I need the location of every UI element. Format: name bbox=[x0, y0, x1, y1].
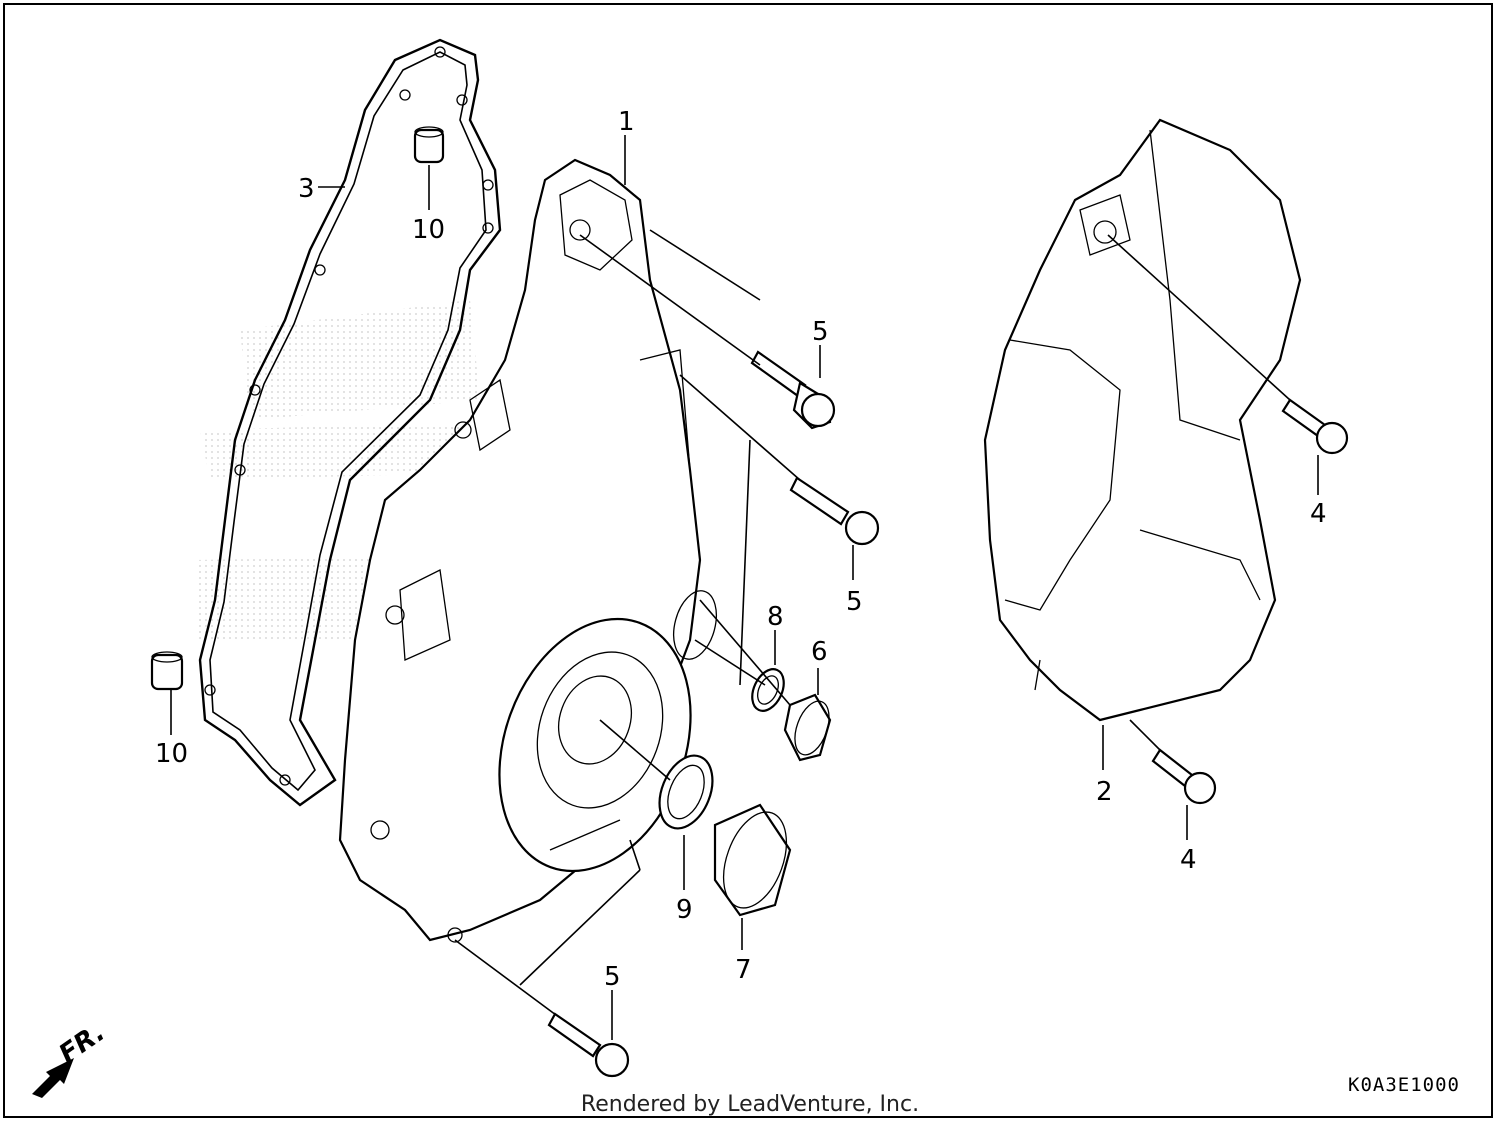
part-5-flange-bolt-lower[interactable] bbox=[547, 1012, 630, 1078]
callout-4-lower: 4 bbox=[1180, 845, 1197, 875]
part-4-flange-bolt-lower[interactable] bbox=[1151, 748, 1217, 805]
callout-4-upper: 4 bbox=[1310, 499, 1327, 529]
part-7-crankshaft-hole-cap[interactable] bbox=[712, 803, 799, 917]
direction-label: FR. bbox=[54, 1022, 111, 1070]
callout-3: 3 bbox=[298, 174, 315, 204]
front-direction-indicator: FR. bbox=[22, 1018, 132, 1111]
part-5-flange-bolt-middle[interactable] bbox=[789, 476, 880, 546]
callout-5-upper: 5 bbox=[812, 317, 829, 347]
part-10-dowel-pin-upper[interactable] bbox=[413, 126, 445, 164]
part-9-o-ring-large[interactable] bbox=[650, 748, 723, 836]
part-1-left-crankcase-cover[interactable] bbox=[338, 158, 724, 943]
leader-lines bbox=[170, 135, 1319, 1040]
part-2-left-rear-crankcase-cover[interactable] bbox=[983, 118, 1302, 722]
front-arrow-icon bbox=[32, 1058, 74, 1098]
callout-6: 6 bbox=[811, 637, 828, 667]
part-6-timing-hole-cap[interactable] bbox=[783, 693, 836, 762]
part-5-flange-bolt-upper[interactable] bbox=[750, 350, 836, 430]
footer-credit: Rendered by LeadVenture, Inc. bbox=[580, 1092, 920, 1117]
callout-10-lower: 10 bbox=[155, 739, 188, 769]
callout-2: 2 bbox=[1096, 777, 1113, 807]
callout-labels: 1 2 3 4 4 5 5 5 6 7 8 9 10 10 bbox=[155, 107, 1327, 992]
part-8-o-ring-small[interactable] bbox=[746, 664, 790, 716]
callout-5-middle: 5 bbox=[846, 587, 863, 617]
part-3-gasket[interactable] bbox=[198, 38, 502, 807]
callout-9: 9 bbox=[676, 895, 693, 925]
part-4-flange-bolt-upper[interactable] bbox=[1281, 398, 1349, 455]
diagram-code: K0A3E1000 bbox=[1348, 1074, 1460, 1096]
callout-1: 1 bbox=[618, 107, 635, 137]
part-10-dowel-pin-lower[interactable] bbox=[150, 651, 184, 691]
callout-10-upper: 10 bbox=[412, 215, 445, 245]
callout-8: 8 bbox=[767, 602, 784, 632]
callout-5-lower: 5 bbox=[604, 962, 621, 992]
callout-7: 7 bbox=[735, 955, 752, 985]
